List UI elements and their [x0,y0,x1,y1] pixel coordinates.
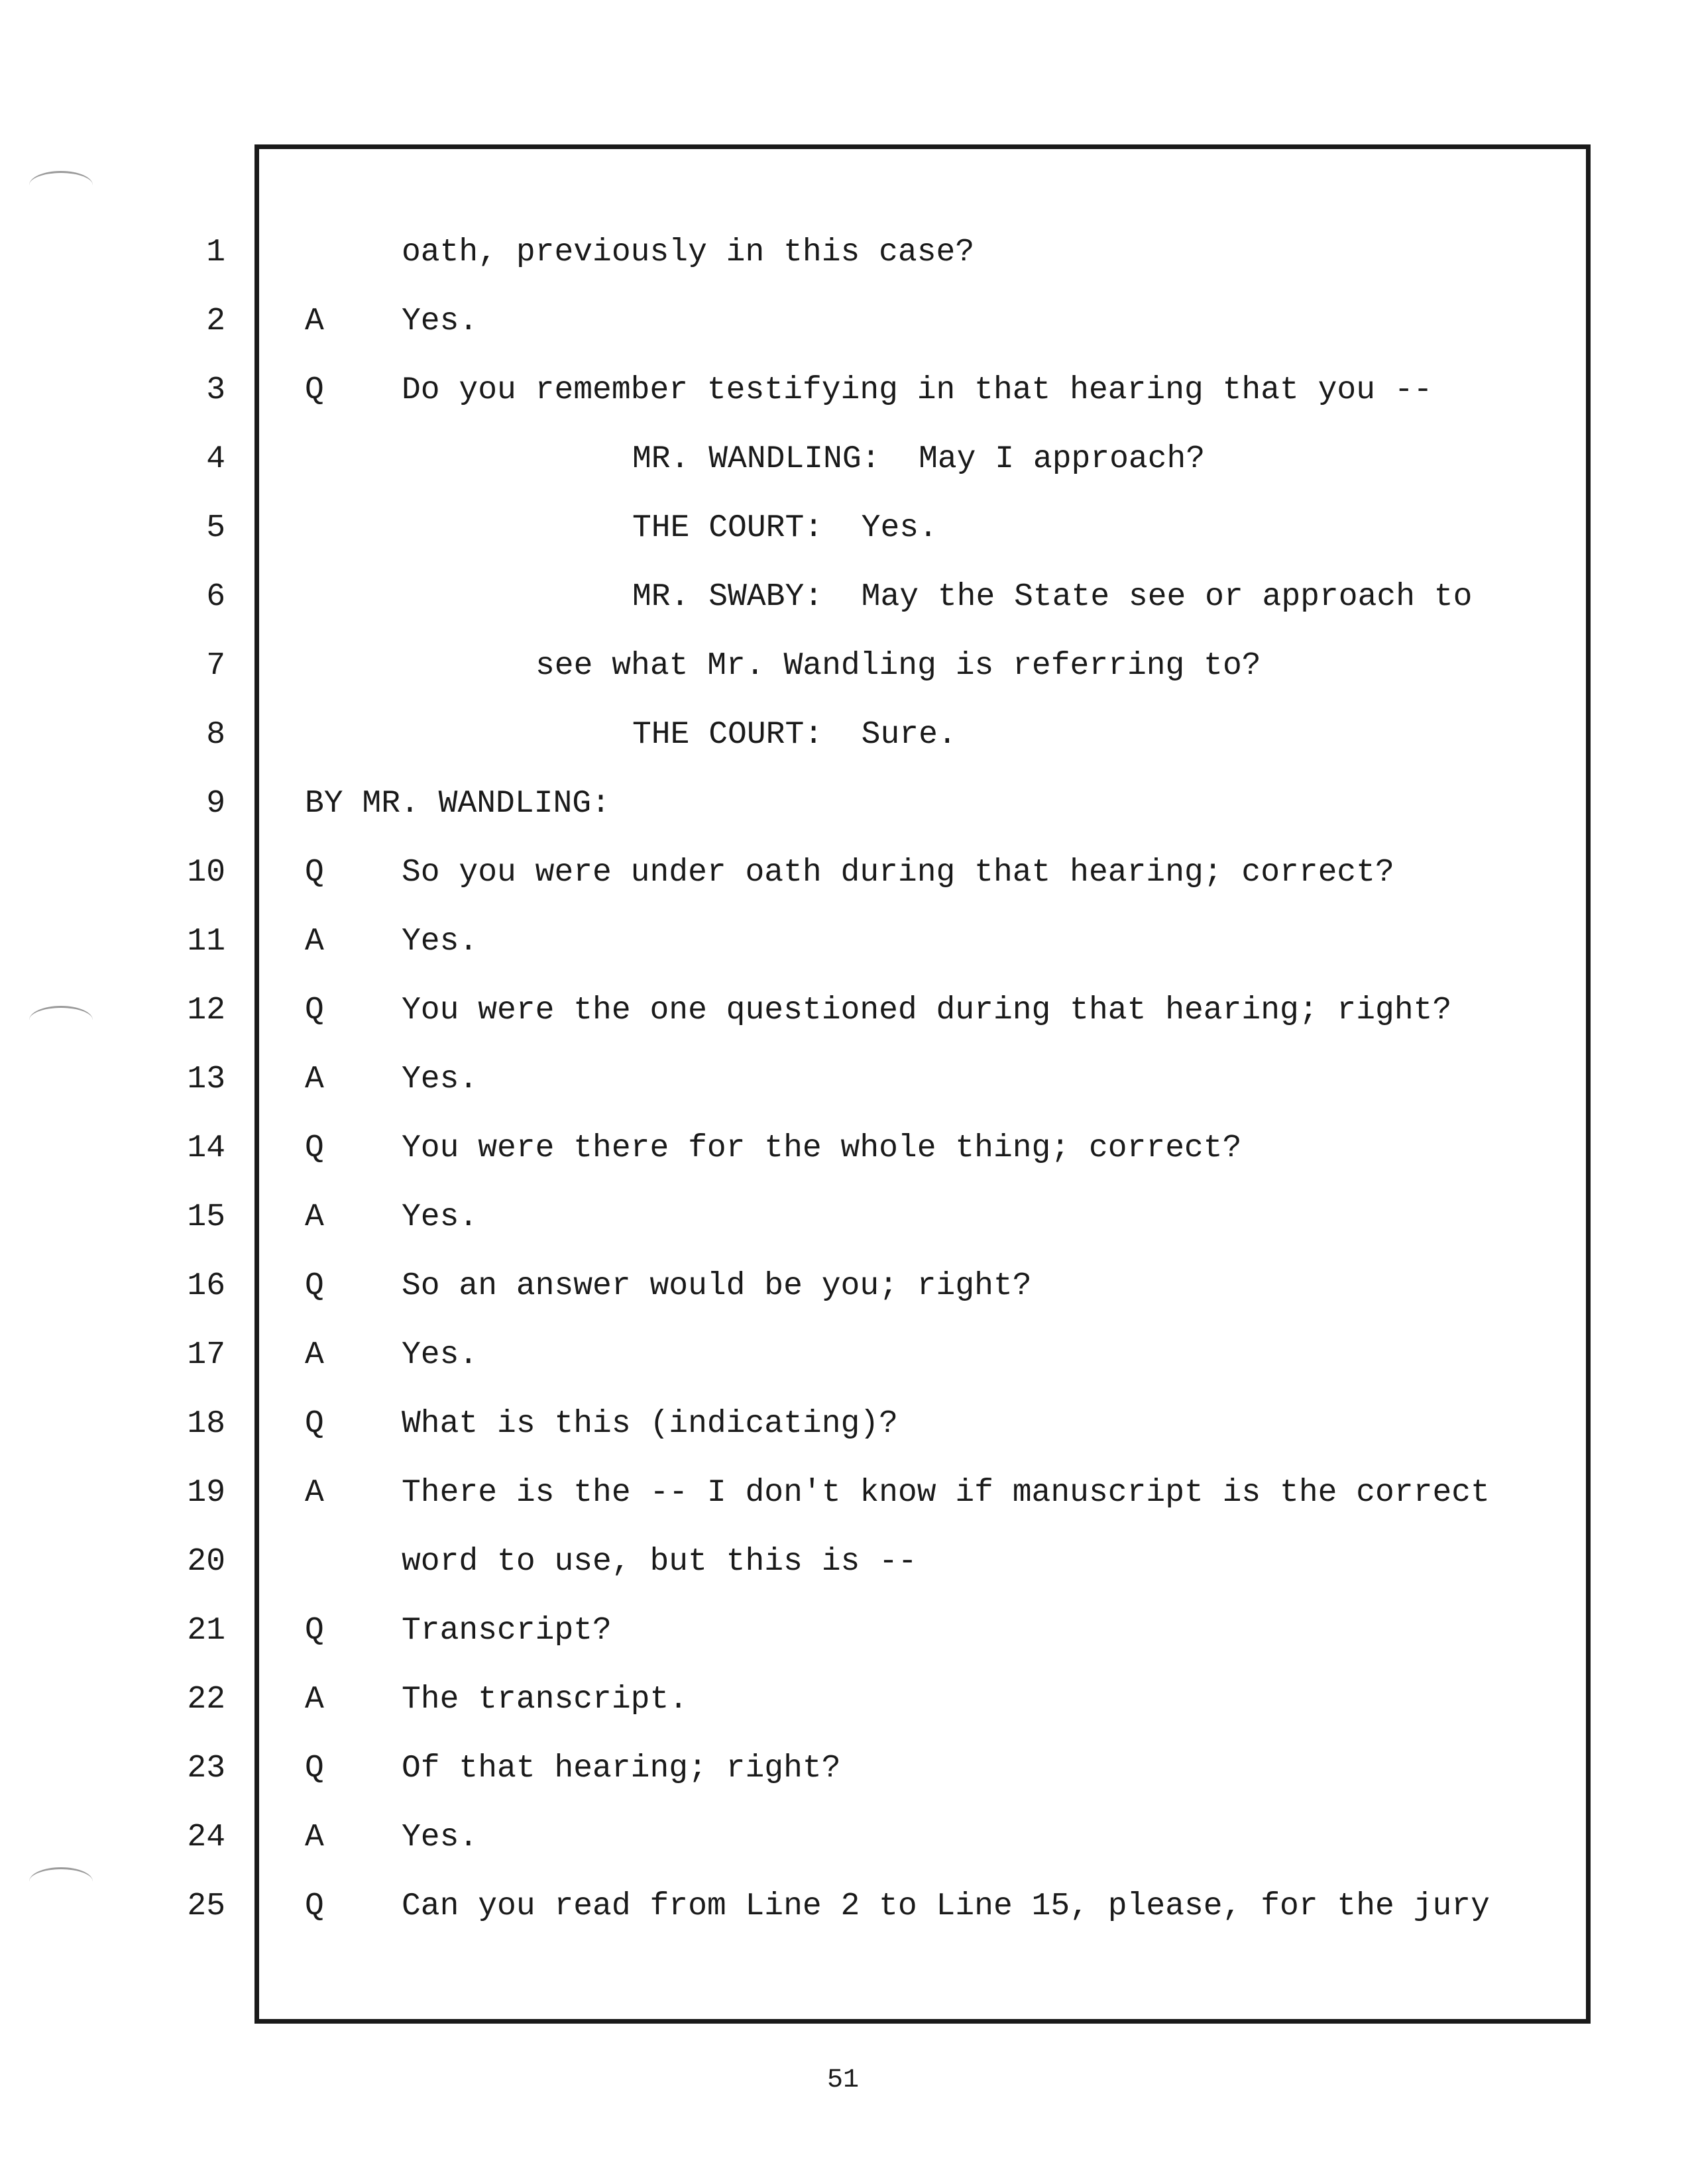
transcript-line: 21 Q Transcript? [0,1604,1686,1657]
line-number: 10 [187,855,225,891]
line-text: So an answer would be you; right? [402,1268,1032,1304]
transcript-line: 2 A Yes. [0,295,1686,348]
line-text: THE COURT: Yes. [632,510,938,546]
transcript-line: 20 word to use, but this is -- [0,1535,1686,1588]
speaker-label: Q [305,1751,324,1786]
transcript-line: 10 Q So you were under oath during that … [0,846,1686,899]
line-text: MR. SWABY: May the State see or approach… [632,579,1473,615]
speaker-label: A [305,1062,324,1097]
binder-punch-mark [29,171,93,199]
line-text: see what Mr. Wandling is referring to? [535,648,1261,684]
line-text: Yes. [402,1820,478,1855]
line-text: Yes. [402,1199,478,1235]
line-number: 21 [187,1613,225,1649]
speaker-label: A [305,1475,324,1511]
transcript-line: 18 Q What is this (indicating)? [0,1397,1686,1450]
transcript-line: 6 MR. SWABY: May the State see or approa… [0,571,1686,624]
line-number: 5 [206,510,225,546]
line-number: 15 [187,1199,225,1235]
line-number: 23 [187,1751,225,1786]
speaker-label: A [305,924,324,959]
transcript-line: 16 Q So an answer would be you; right? [0,1260,1686,1313]
line-text: THE COURT: Sure. [632,717,957,753]
line-text: You were there for the whole thing; corr… [402,1130,1242,1166]
speaker-label: A [305,1820,324,1855]
line-text: Transcript? [402,1613,612,1649]
speaker-label: Q [305,855,324,891]
speaker-label: Q [305,1406,324,1442]
transcript-line: 9 BY MR. WANDLING: [0,777,1686,830]
line-number: 4 [206,441,225,477]
line-number: 2 [206,303,225,339]
line-number: 1 [206,235,225,270]
transcript-line: 17 A Yes. [0,1329,1686,1382]
transcript-line: 1 oath, previously in this case? [0,226,1686,279]
transcript-line: 22 A The transcript. [0,1673,1686,1726]
transcript-line: 11 A Yes. [0,915,1686,968]
speaker-label: A [305,1337,324,1373]
transcript-line: 15 A Yes. [0,1191,1686,1244]
line-number: 16 [187,1268,225,1304]
line-number: 8 [206,717,225,753]
line-number: 9 [206,786,225,822]
transcript-line: 23 Q Of that hearing; right? [0,1742,1686,1795]
line-text: So you were under oath during that heari… [402,855,1394,891]
line-text: What is this (indicating)? [402,1406,898,1442]
line-number: 17 [187,1337,225,1373]
transcript-line: 4 MR. WANDLING: May I approach? [0,433,1686,486]
line-text: BY MR. WANDLING: [305,786,610,822]
line-number: 12 [187,993,225,1028]
line-number: 24 [187,1820,225,1855]
line-text: Yes. [402,303,478,339]
line-text: Can you read from Line 2 to Line 15, ple… [402,1888,1490,1924]
transcript-line: 3 Q Do you remember testifying in that h… [0,364,1686,417]
line-text: Yes. [402,924,478,959]
line-number: 14 [187,1130,225,1166]
line-number: 6 [206,579,225,615]
speaker-label: A [305,1682,324,1718]
speaker-label: Q [305,372,324,408]
line-number: 7 [206,648,225,684]
transcript-line: 24 A Yes. [0,1811,1686,1864]
line-text: oath, previously in this case? [402,235,975,270]
transcript-line: 19 A There is the -- I don't know if man… [0,1466,1686,1519]
transcript-line: 5 THE COURT: Yes. [0,502,1686,555]
transcript-line: 13 A Yes. [0,1053,1686,1106]
transcript-line: 7 see what Mr. Wandling is referring to? [0,639,1686,692]
line-number: 19 [187,1475,225,1511]
speaker-label: A [305,1199,324,1235]
line-text: There is the -- I don't know if manuscri… [402,1475,1490,1511]
line-text: MR. WANDLING: May I approach? [632,441,1206,477]
line-number: 25 [187,1888,225,1924]
binder-punch-mark [29,1867,93,1896]
line-text: Of that hearing; right? [402,1751,841,1786]
line-number: 3 [206,372,225,408]
line-text: Yes. [402,1337,478,1373]
transcript-line: 25 Q Can you read from Line 2 to Line 15… [0,1880,1686,1933]
line-text: Yes. [402,1062,478,1097]
line-number: 18 [187,1406,225,1442]
speaker-label: A [305,303,324,339]
line-number: 22 [187,1682,225,1718]
speaker-label: Q [305,1268,324,1304]
line-text: word to use, but this is -- [402,1544,917,1580]
transcript-line: 14 Q You were there for the whole thing;… [0,1122,1686,1175]
speaker-label: Q [305,993,324,1028]
line-number: 11 [187,924,225,959]
speaker-label: Q [305,1888,324,1924]
speaker-label: Q [305,1613,324,1649]
transcript-border [254,144,1591,2024]
page-number: 51 [826,2065,859,2095]
transcript-line: 12 Q You were the one questioned during … [0,984,1686,1037]
speaker-label: Q [305,1130,324,1166]
line-number: 20 [187,1544,225,1580]
line-number: 13 [187,1062,225,1097]
binder-punch-mark [29,1006,93,1034]
transcript-line: 8 THE COURT: Sure. [0,708,1686,761]
line-text: The transcript. [402,1682,689,1718]
line-text: Do you remember testifying in that heari… [402,372,1433,408]
line-text: You were the one questioned during that … [402,993,1452,1028]
